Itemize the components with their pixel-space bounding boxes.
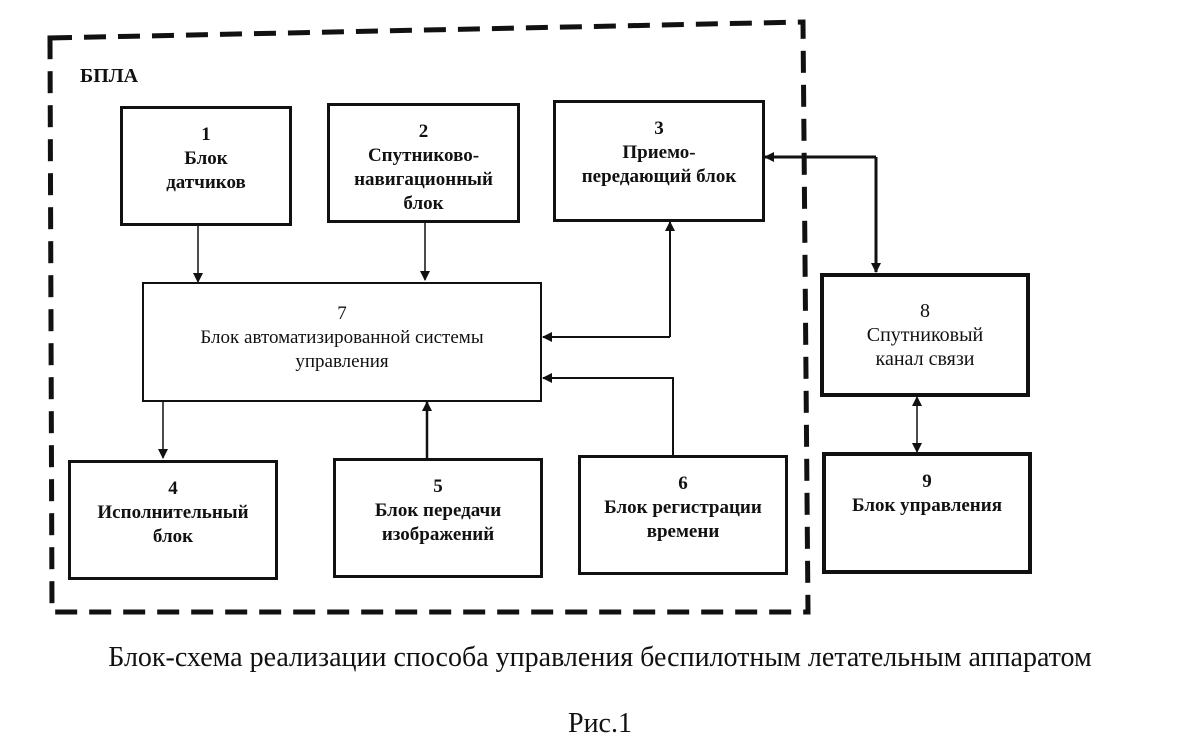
figure-caption-title: Блок-схема реализации способа управления… [108, 642, 1092, 673]
block-3-transceiver: 3 Приемо- передающий блок [553, 100, 765, 222]
block-6-time-registration: 6 Блок регистрации времени [578, 455, 788, 575]
block-number: 4 [168, 478, 178, 499]
arrow-6-to-7 [542, 373, 674, 455]
block-9-control-unit: 9 Блок управления [822, 452, 1032, 574]
block-8-satellite-link: 8 Спутниковый канал связи [820, 273, 1030, 397]
block-7-automated-control-system: 7 Блок автоматизированной системы управл… [142, 282, 542, 402]
block-label: Блок датчиков [166, 148, 246, 193]
block-1-sensors: 1 Блок датчиков [120, 106, 292, 226]
block-label: Блок управления [852, 495, 1002, 516]
block-number: 6 [678, 473, 688, 494]
block-label: Блок регистрации времени [604, 497, 762, 542]
block-5-image-transmission: 5 Блок передачи изображений [333, 458, 543, 578]
block-number: 8 [920, 300, 930, 322]
block-label: Исполнительный блок [97, 502, 249, 547]
block-label: Спутниковый канал связи [866, 324, 984, 370]
block-number: 7 [337, 303, 347, 324]
block-number: 2 [418, 121, 429, 142]
block-number: 9 [922, 471, 932, 492]
block-number: 5 [433, 476, 443, 497]
block-2-satellite-navigation: 2 Спутниково- навигационный блок [327, 103, 520, 223]
block-4-actuator: 4 Исполнительный блок [68, 460, 278, 580]
block-label: Спутниково- навигационный блок [354, 145, 493, 214]
uav-region-label: БПЛА [80, 65, 139, 87]
figure-number: Рис.1 [568, 708, 632, 739]
uav-boundary [47, 19, 811, 615]
block-label: Приемо- передающий блок [581, 142, 737, 187]
block-number: 1 [201, 124, 211, 145]
block-number: 3 [654, 118, 664, 139]
block-label: Блок передачи изображений [374, 500, 502, 545]
block-label: Блок автоматизированной системы управлен… [200, 327, 484, 372]
